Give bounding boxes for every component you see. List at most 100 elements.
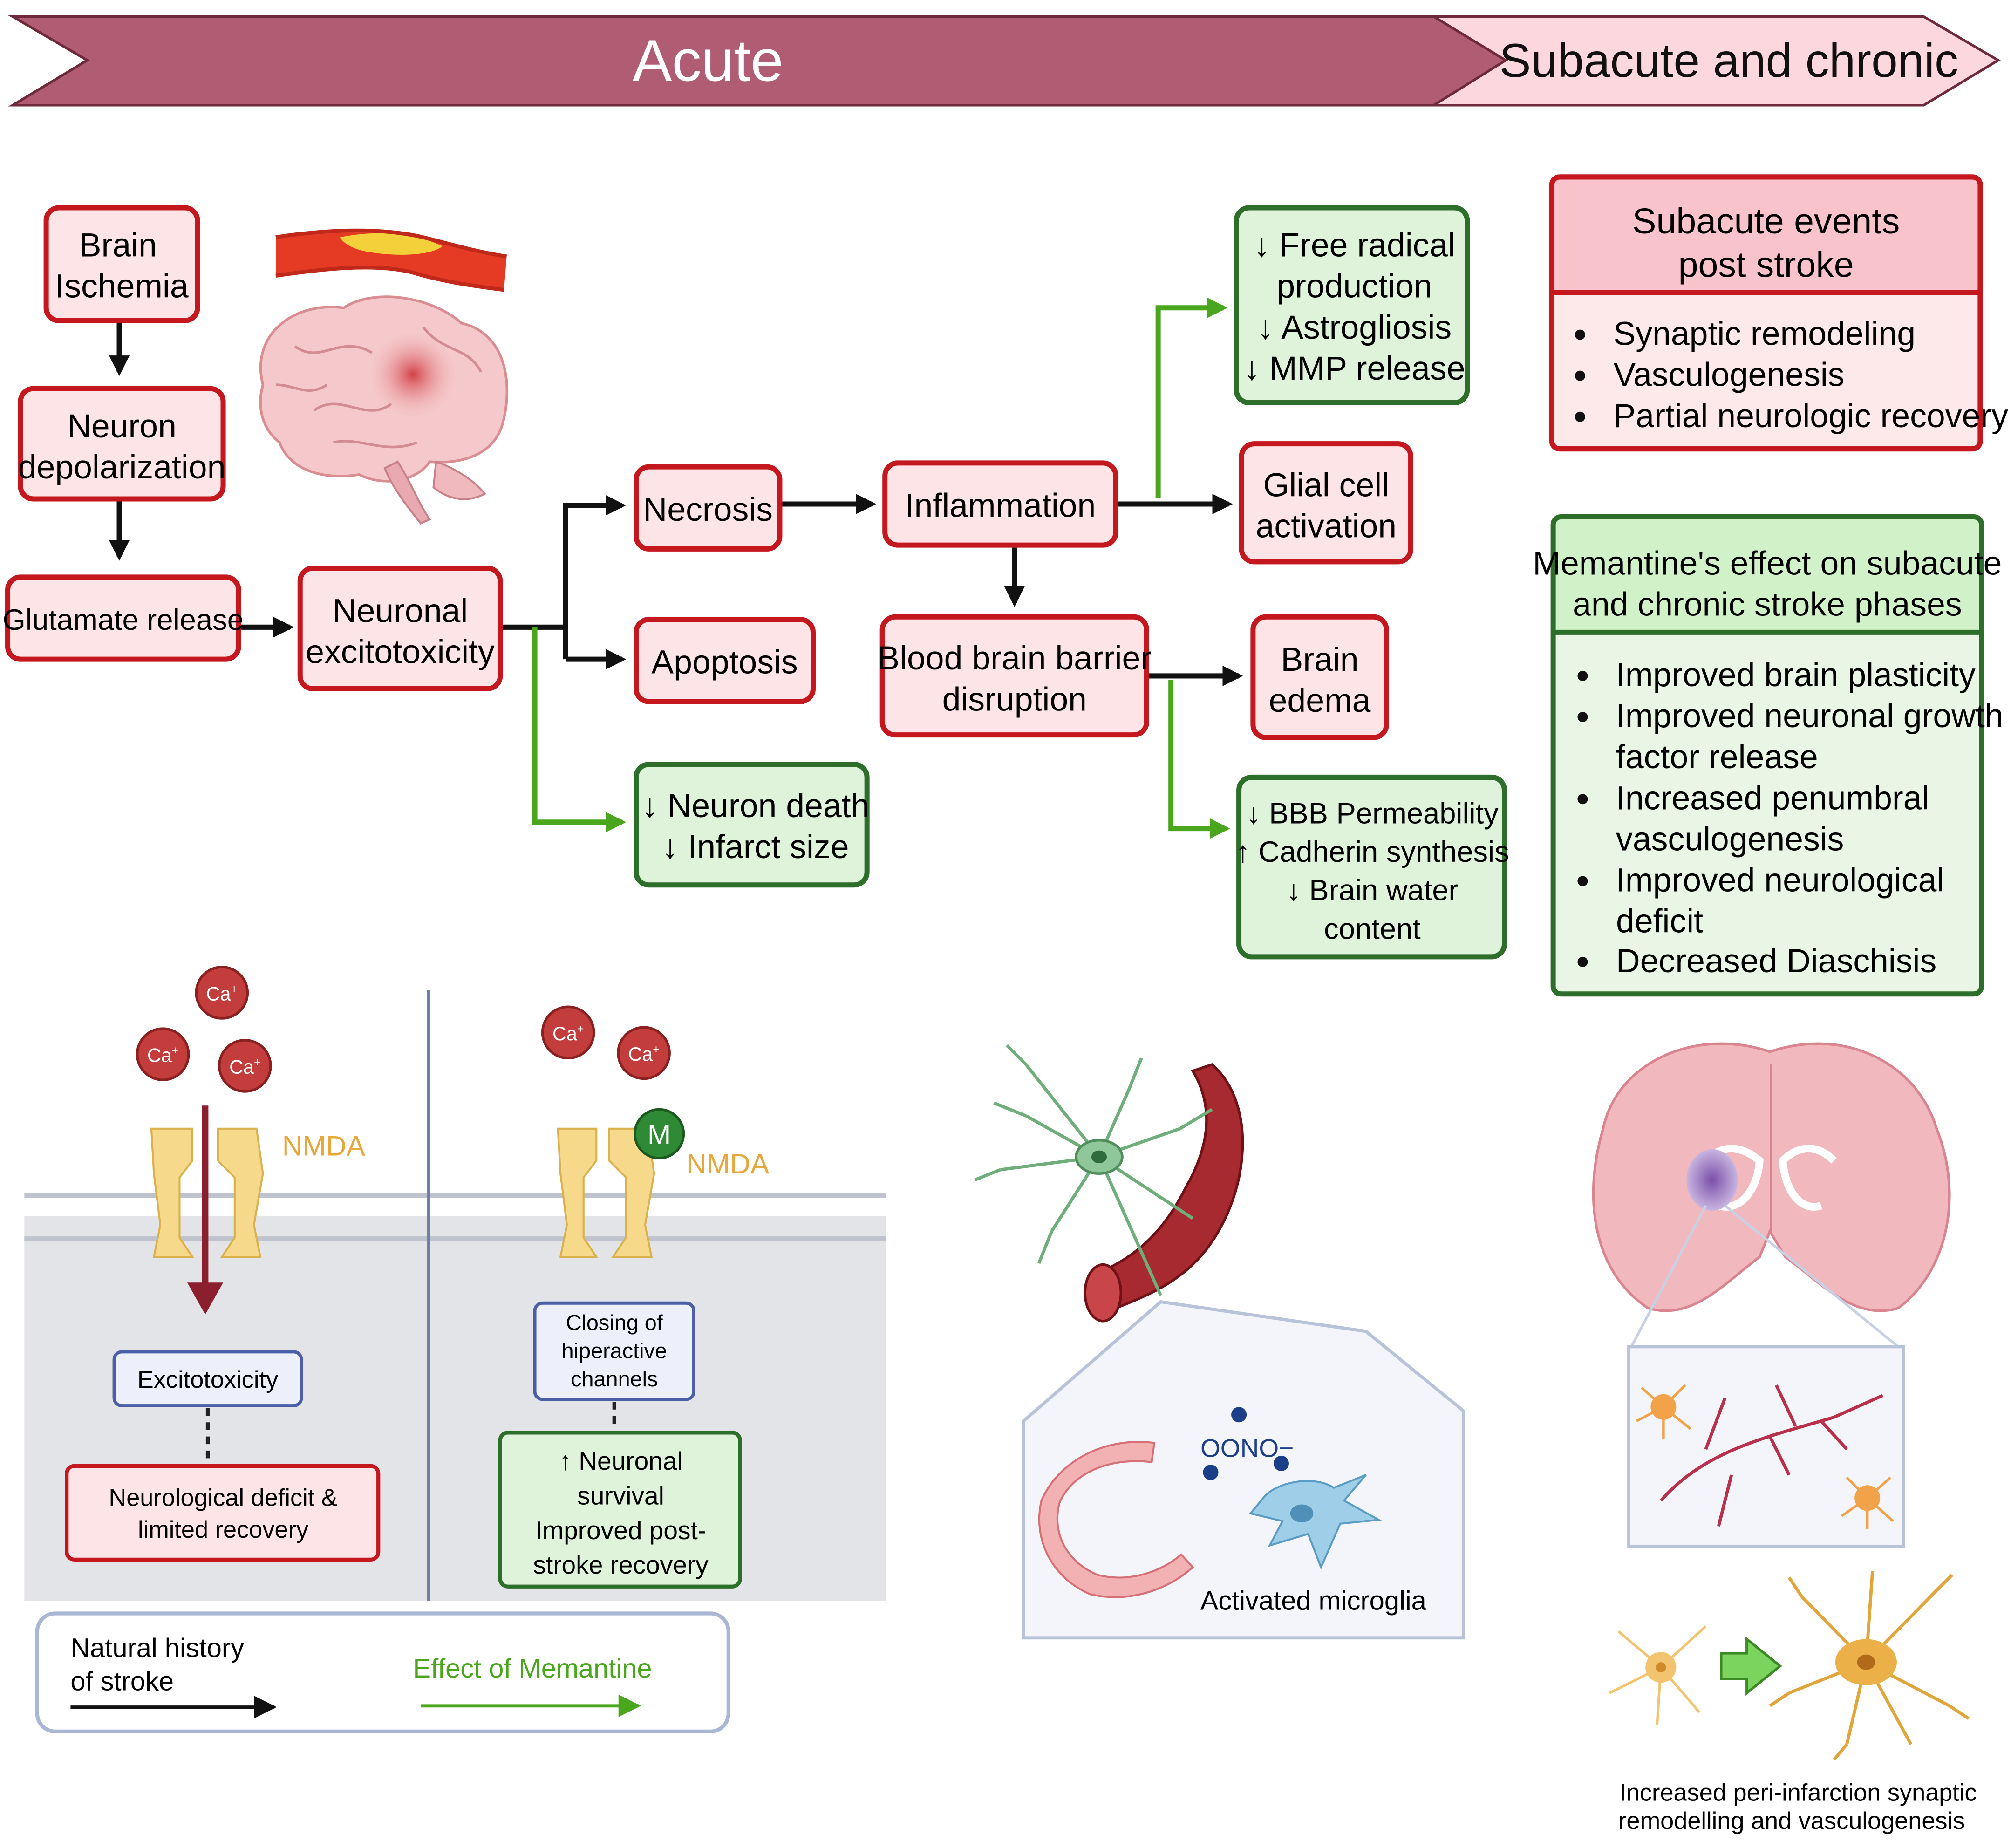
svg-text:survival: survival: [577, 1481, 664, 1510]
bbb-effect-line3: ↓ Brain water: [1286, 874, 1458, 907]
neuron-death-line2: ↓ Infarct size: [662, 828, 849, 866]
microglia-inset: OONO− Activated microglia: [1022, 1300, 1465, 1640]
edema-line2: edema: [1269, 682, 1371, 719]
chronic-caption-line1: Increased peri-infarction synaptic: [1619, 1779, 1977, 1806]
svg-text:Closing of: Closing of: [566, 1310, 663, 1335]
legend-natural-line2: of stroke: [70, 1667, 174, 1697]
natural-history-arrows: [109, 323, 1243, 686]
box-inflammation: Inflammation: [882, 460, 1118, 548]
free-radical-line1: ↓ Free radical: [1254, 227, 1456, 264]
glial-line1: Glial cell: [1263, 466, 1389, 504]
svg-text:Ca+: Ca+: [552, 1023, 584, 1044]
astrocyte-small: [1841, 1476, 1894, 1529]
acute-phase-band: Acute: [8, 15, 1513, 107]
memantine-item-2b: factor release: [1616, 738, 1818, 776]
neovessels: [1659, 1384, 1884, 1527]
box-glutamate-release: Glutamate release: [3, 574, 244, 662]
svg-text:↑ Neuronal: ↑ Neuronal: [559, 1446, 682, 1475]
subacute-item-3: Partial neurologic recovery: [1614, 397, 2009, 435]
astrocyte-vessel-illustration: [974, 1044, 1244, 1323]
svg-text:Ca+: Ca+: [147, 1044, 178, 1066]
nmda-receptor-blocked: [557, 1127, 655, 1258]
subacute-phase-band: Subacute and chronic: [1429, 15, 2001, 107]
svg-text:Ca+: Ca+: [229, 1056, 260, 1078]
box-glial-activation: Glial cell activation: [1239, 441, 1414, 565]
free-radical-line4: ↓ MMP release: [1243, 350, 1465, 387]
bullet: [1577, 794, 1588, 805]
svg-text:M: M: [648, 1118, 671, 1150]
box-brain-ischemia: Brain Ischemia: [43, 205, 200, 323]
glutamate-release-label: Glutamate release: [3, 604, 244, 636]
vessel-endothelium: [1038, 1441, 1194, 1598]
subacute-label: Subacute and chronic: [1500, 34, 1958, 87]
closing-channels-tag: Closing of hiperactive channels: [533, 1301, 695, 1401]
box-bbb-effect: ↓ BBB Permeability ↑ Cadherin synthesis …: [1235, 774, 1509, 960]
bbb-line2: disruption: [942, 681, 1087, 718]
free-radical-line3: ↓ Astrogliosis: [1257, 309, 1452, 346]
memantine-item-3b: vasculogenesis: [1616, 820, 1844, 858]
chronic-caption-line2: remodelling and vasculogenesis: [1618, 1807, 1965, 1834]
memantine-arrows: [532, 297, 1230, 839]
oono-label: OONO−: [1200, 1434, 1294, 1463]
box-apoptosis: Apoptosis: [634, 617, 816, 704]
memantine-item-4b: deficit: [1616, 903, 1703, 940]
memantine-item-1: Improved brain plasticity: [1616, 656, 1976, 694]
calcium-ion: Ca+: [617, 1026, 671, 1080]
legend-memantine-label: Effect of Memantine: [413, 1654, 652, 1684]
memantine-item-3a: Increased penumbral: [1616, 779, 1929, 817]
nmda-receptor: [150, 1127, 264, 1258]
memantine-title-line1: Memantine's effect on subacute: [1533, 545, 2002, 582]
subacute-item-2: Vasculogenesis: [1614, 356, 1845, 394]
bbb-effect-line4: content: [1324, 913, 1421, 945]
svg-text:Ca+: Ca+: [206, 983, 238, 1005]
subacute-item-1: Synaptic remodeling: [1614, 315, 1916, 353]
subacute-events-box: Subacute events post stroke Synaptic rem…: [1549, 174, 2009, 452]
calcium-ion: Ca+: [541, 1005, 595, 1060]
neuron-depol-line2: depolarization: [18, 449, 226, 486]
bbb-effect-line2: ↑ Cadherin synthesis: [1235, 836, 1509, 868]
calcium-ion: Ca+: [218, 1039, 272, 1093]
bullet: [1575, 411, 1585, 422]
brain-ischemia-line2: Ischemia: [55, 268, 189, 305]
box-bbb-disruption: Blood brain barrier disruption: [877, 614, 1152, 738]
memantine-item-4a: Improved neurological: [1616, 861, 1944, 899]
svg-text:hiperactive: hiperactive: [562, 1339, 667, 1363]
svg-text:stroke recovery: stroke recovery: [533, 1550, 709, 1579]
svg-text:limited recovery: limited recovery: [138, 1516, 309, 1543]
apoptosis-label: Apoptosis: [651, 643, 798, 681]
svg-text:Improved post-: Improved post-: [535, 1516, 706, 1545]
bullet: [1577, 956, 1588, 967]
nmda-panel: Ca+ Ca+ Ca+ NMDA Excitotoxicity Neurolog…: [24, 966, 886, 1601]
bullet: [1575, 370, 1585, 381]
bbb-effect-line1: ↓ BBB Permeability: [1246, 798, 1499, 830]
calcium-ion: Ca+: [136, 1027, 190, 1081]
excitotoxicity-line1: Neuronal: [333, 592, 468, 629]
subacute-title-line1: Subacute events: [1632, 201, 1900, 241]
memantine-title-line2: and chronic stroke phases: [1573, 586, 1962, 623]
svg-text:channels: channels: [571, 1367, 658, 1391]
free-radical-line2: production: [1276, 268, 1432, 305]
lipid-membrane: [24, 1193, 886, 1242]
svg-text:Neurological deficit &: Neurological deficit &: [109, 1484, 337, 1511]
excitotoxicity-line2: excitotoxicity: [306, 633, 495, 670]
neurological-deficit-tag: Neurological deficit & limited recovery: [65, 1464, 381, 1562]
necrosis-label: Necrosis: [643, 491, 773, 528]
coronal-brain-illustration: [1592, 1042, 1951, 1548]
neuronal-survival-tag: ↑ Neuronal survival Improved post- strok…: [498, 1431, 742, 1589]
artery-plaque-illustration: [275, 228, 507, 292]
activated-microglia-cell: [1248, 1474, 1382, 1570]
box-neuron-depolarization: Neuron depolarization: [18, 386, 226, 502]
legend: Natural history of stroke Effect of Mema…: [35, 1611, 730, 1733]
bullet: [1575, 329, 1585, 340]
nmda-label-right: NMDA: [686, 1148, 770, 1180]
brain-lesion-illustration: [259, 295, 509, 525]
legend-natural-line1: Natural history: [70, 1633, 244, 1663]
box-neuron-death: ↓ Neuron death ↓ Infarct size: [634, 762, 870, 888]
synaptic-remodeling-illustration: [1609, 1571, 1970, 1761]
box-brain-edema: Brain edema: [1250, 614, 1389, 740]
memantine-blocker: M: [634, 1108, 685, 1159]
svg-text:Ca+: Ca+: [628, 1043, 659, 1065]
box-neuronal-excitotoxicity: Neuronal excitotoxicity: [297, 566, 503, 691]
inflammation-label: Inflammation: [905, 487, 1096, 525]
